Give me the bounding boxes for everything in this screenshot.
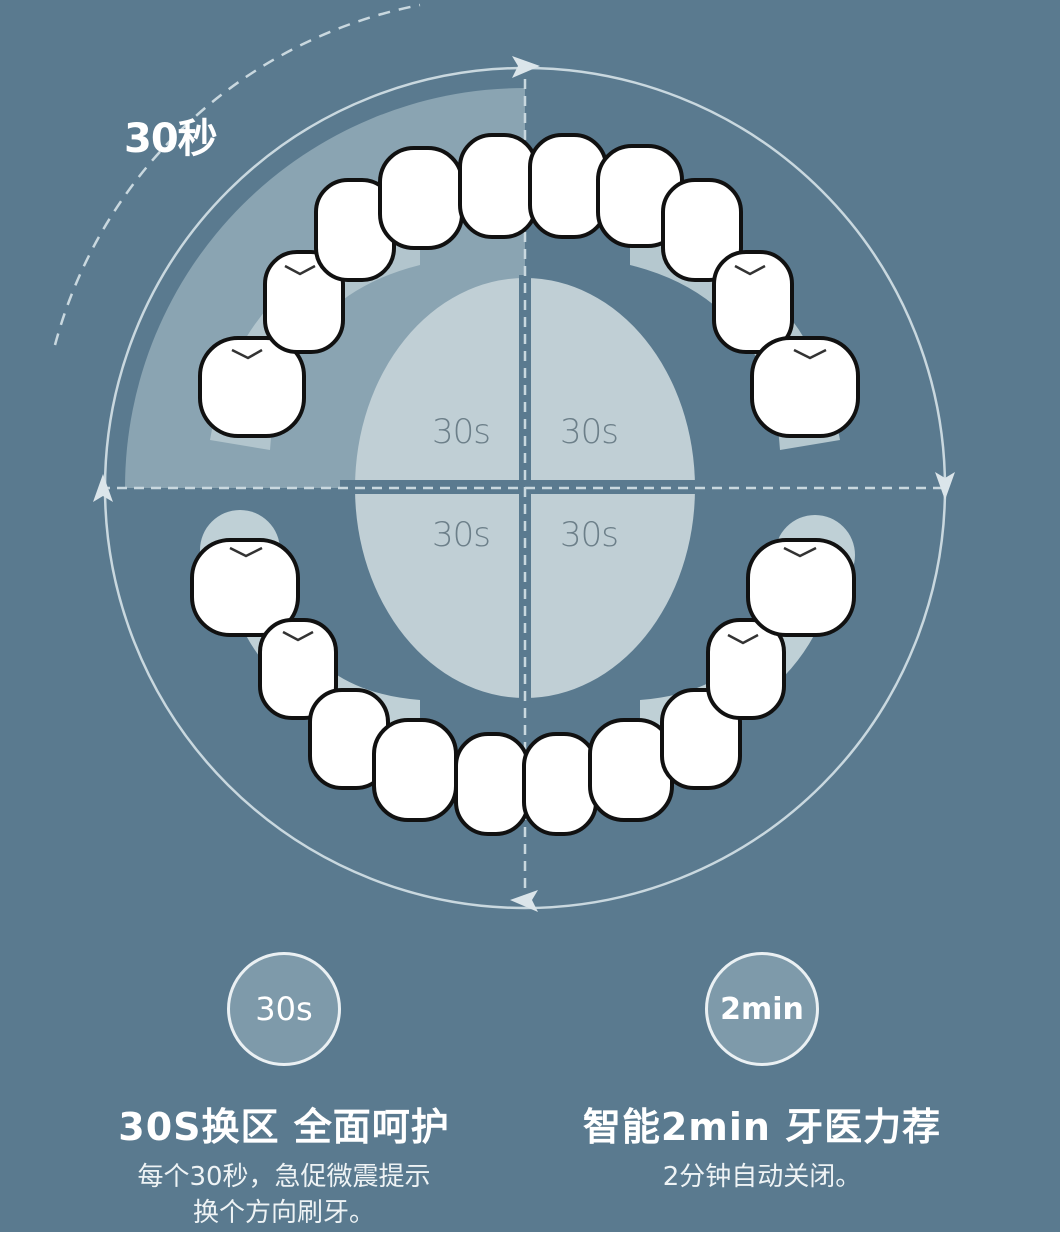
tooth-icon	[372, 718, 458, 822]
quadrant-label-bottom-right: 30s	[560, 515, 619, 555]
tooth-icon	[746, 538, 856, 637]
quadrant-diagram	[53, 3, 955, 912]
tooth-icon	[661, 178, 743, 282]
tooth-icon	[458, 133, 538, 239]
tooth-icon	[588, 718, 674, 822]
badge-30s: 30s	[227, 952, 341, 1066]
feature-title: 智能2min 牙医力荐	[582, 1105, 942, 1149]
timer-dashed-arc	[53, 3, 421, 346]
timer-label: 30秒	[124, 116, 218, 162]
tooth-icon	[190, 538, 300, 637]
arrow-left-icon	[510, 890, 538, 912]
arrow-down-icon	[935, 472, 955, 500]
feature-desc-line1: 2分钟自动关闭。	[662, 1162, 862, 1192]
tooth-icon	[706, 618, 786, 720]
lower-teeth	[190, 538, 856, 836]
molar-fissures	[229, 264, 827, 645]
tooth-icon	[258, 618, 338, 720]
badge-2min: 2min	[705, 952, 819, 1066]
feature-zone-switch: 30s 30S换区 全面呵护 每个30秒，急促微震提示 换个方向刷牙。	[64, 952, 504, 1231]
arrow-right-icon	[512, 56, 540, 78]
tooth-icon	[263, 250, 345, 354]
tooth-icon	[528, 133, 608, 239]
quadrant-label-bottom-left: 30s	[432, 515, 491, 555]
tooth-icon	[712, 250, 794, 354]
feature-smart-timer: 2min 智能2min 牙医力荐 2分钟自动关闭。	[542, 952, 982, 1195]
feature-desc-line2: 换个方向刷牙。	[192, 1198, 375, 1228]
feature-desc-line1: 每个30秒，急促微震提示	[137, 1162, 431, 1192]
tooth-icon	[454, 732, 530, 836]
tooth-icon	[378, 146, 464, 250]
arrow-up-icon	[93, 474, 113, 502]
quadrant-label-top-right: 30s	[560, 412, 619, 452]
tooth-icon	[750, 336, 860, 438]
tooth-icon	[660, 688, 742, 790]
upper-teeth	[198, 133, 860, 438]
tooth-icon	[522, 732, 598, 836]
quadrant-label-top-left: 30s	[432, 412, 491, 452]
feature-title: 30S换区 全面呵护	[118, 1105, 450, 1149]
tooth-icon	[198, 336, 306, 438]
